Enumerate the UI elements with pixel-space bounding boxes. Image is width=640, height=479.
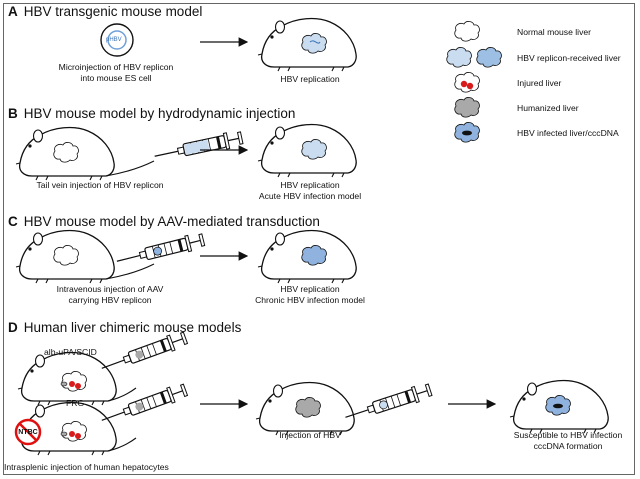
mouse-d-top-icon xyxy=(17,351,137,406)
panel-a-caption-left-line1: Microinjection of HBV replicon xyxy=(58,62,174,72)
panel-a-caption-left: Microinjection of HBV replicon into mous… xyxy=(46,62,186,83)
syringe-b-icon xyxy=(152,129,244,165)
panel-d-caption-right-line2: cccDNA formation xyxy=(533,440,603,451)
no-ntbc-icon xyxy=(14,418,42,446)
ntbc-label: NTBC xyxy=(18,429,38,436)
syringe-d-bottom-icon xyxy=(98,381,189,429)
panel-b-caption-right-line1: HBV replication xyxy=(280,180,340,190)
panel-d-graphics xyxy=(14,329,609,456)
figure-frame xyxy=(3,3,635,475)
plasmid-label: pHBV xyxy=(106,37,122,43)
panel-c-caption-right: HBV replication Chronic HBV infection mo… xyxy=(250,284,370,305)
panel-b-graphics xyxy=(15,123,357,181)
legend-replicon-liver: HBV replicon-received liver xyxy=(517,53,621,63)
mouse-a-icon xyxy=(257,17,357,72)
panel-c-letter: C xyxy=(8,214,18,229)
panel-d-title-text: Human liver chimeric mouse models xyxy=(23,320,242,335)
syringe-d-mid-icon xyxy=(342,381,434,426)
panel-c-caption-left-line2: carrying HBV replicon xyxy=(68,294,152,305)
mouse-c-right-icon xyxy=(257,229,357,284)
panel-c-graphics xyxy=(15,229,357,284)
panel-d-caption-right: Susceptible to HBV infection cccDNA form… xyxy=(502,430,634,451)
syringe-d-top-icon xyxy=(98,329,189,377)
replicon-liver-icon xyxy=(446,46,472,68)
strain-alb-upa-scid: alb-uPA/SCID xyxy=(44,347,97,357)
normal-liver-icon xyxy=(454,20,480,42)
mouse-c-left-icon xyxy=(15,229,155,284)
panel-b-caption-right-line2: Acute HBV infection model xyxy=(258,190,362,201)
panel-a-title: A HBV transgenic mouse model xyxy=(8,4,202,19)
panel-c-title: C HBV mouse model by AAV-mediated transdu… xyxy=(8,214,320,229)
panel-a-caption-left-line2: into mouse ES cell xyxy=(80,72,152,83)
legend-icons xyxy=(446,20,502,143)
injured-liver-icon xyxy=(454,71,480,93)
panel-b-caption-left: Tail vein injection of HBV replicon xyxy=(20,180,180,191)
panel-d-caption-right-line1: Susceptible to HBV infection xyxy=(513,430,623,440)
panel-b-title: B HBV mouse model by hydrodynamic injecti… xyxy=(8,106,295,121)
panel-a-caption-right-line1: HBV replication xyxy=(280,74,340,84)
panel-b-caption-left-line1: Tail vein injection of HBV replicon xyxy=(36,180,164,190)
plasmid-icon xyxy=(107,30,127,50)
panel-c-caption-right-line2: Chronic HBV infection model xyxy=(255,294,365,305)
panel-d-letter: D xyxy=(8,320,18,335)
infected-liver-icon xyxy=(454,121,480,143)
panel-d-caption-bottom: Intrasplenic injection of human hepatocy… xyxy=(4,462,169,472)
panel-a-graphics xyxy=(100,17,357,72)
legend-humanized-liver: Humanized liver xyxy=(517,103,579,113)
legend-infected-liver: HBV infected liver/cccDNA xyxy=(517,128,619,138)
legend-injured-liver: Injured liver xyxy=(517,78,562,88)
humanized-liver-icon xyxy=(454,96,480,118)
panel-c-title-text: HBV mouse model by AAV-mediated transduc… xyxy=(23,214,320,229)
mouse-b-right-icon xyxy=(257,123,357,178)
strain-frg: FRG xyxy=(66,398,85,408)
panel-b-caption-right: HBV replication Acute HBV infection mode… xyxy=(250,180,370,201)
panel-c-caption-left-line1: Intravenous injection of AAV xyxy=(56,284,164,294)
panel-b-title-text: HBV mouse model by hydrodynamic injectio… xyxy=(23,106,296,121)
panel-a-letter: A xyxy=(8,4,18,19)
syringe-c-icon xyxy=(114,231,206,270)
es-cell-icon xyxy=(100,23,134,57)
panel-a-title-text: HBV transgenic mouse model xyxy=(23,4,203,19)
mouse-d-mid-icon xyxy=(255,381,355,436)
legend-normal-liver: Normal mouse liver xyxy=(517,27,592,37)
panel-b-letter: B xyxy=(8,106,18,121)
panel-a-caption-right: HBV replication xyxy=(255,74,365,85)
panel-c-caption-right-line1: HBV replication xyxy=(280,284,340,294)
panel-d-caption-mid: Injection of HBV xyxy=(279,430,341,440)
panel-d-title: D Human liver chimeric mouse models xyxy=(8,320,241,335)
panel-c-caption-left: Intravenous injection of AAV carrying HB… xyxy=(40,284,180,305)
mouse-b-left-icon xyxy=(15,126,155,181)
mouse-d-bottom-icon xyxy=(17,401,137,456)
mouse-d-right-icon xyxy=(509,379,609,434)
